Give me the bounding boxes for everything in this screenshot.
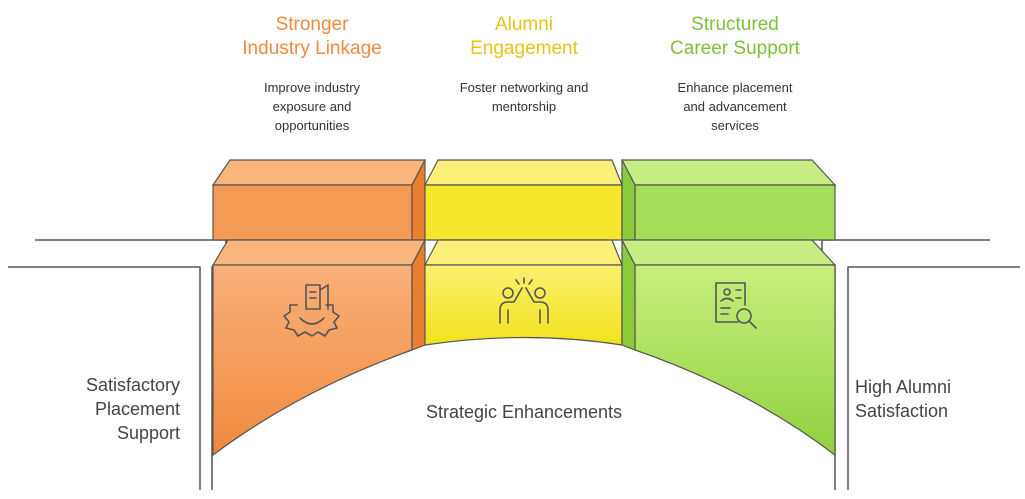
left-label: Satisfactory Placement Support — [40, 373, 180, 445]
center-label: Strategic Enhancements — [425, 402, 623, 422]
right-label-line: Satisfaction — [855, 401, 949, 421]
pillar-desc-line: opportunities — [274, 118, 350, 133]
pillar-desc-line: Enhance placement — [677, 80, 793, 95]
right-bank — [821, 239, 1020, 490]
high-five-icon — [499, 277, 549, 324]
pillar-title-line: Structured — [691, 14, 779, 35]
pillar-desc-line: mentorship — [491, 99, 557, 114]
pillar-title-line: Career Support — [670, 38, 800, 59]
pillar-title-line: Stronger — [275, 14, 349, 35]
left-bank — [8, 239, 227, 490]
pillar-desc-line: exposure and — [272, 99, 352, 114]
pillar-title-line: Industry Linkage — [242, 38, 382, 59]
arch-block-orange — [211, 239, 426, 457]
pillar-title-line: Engagement — [470, 38, 578, 59]
left-label-line: Placement — [94, 399, 180, 419]
pillar-desc-industry-linkage: Improve industry exposure and opportunit… — [222, 78, 402, 135]
arch-block-green — [621, 239, 837, 457]
pillar-desc-line: Improve industry — [263, 80, 361, 95]
upper-block-orange — [211, 159, 426, 241]
resume-search-icon — [715, 282, 757, 329]
industry-gear-icon — [283, 284, 340, 337]
right-label-line: High Alumni — [855, 377, 952, 397]
pillar-title-line: Alumni — [494, 14, 554, 35]
pillar-desc-career-support: Enhance placement and advancement servic… — [640, 78, 830, 135]
pillar-desc-alumni-engagement: Foster networking and mentorship — [424, 78, 624, 116]
left-label-line: Satisfactory — [85, 375, 180, 395]
arch-block-yellow — [424, 239, 623, 346]
upper-block-green — [621, 159, 837, 241]
right-label: High Alumni Satisfaction — [855, 375, 1015, 423]
pillar-desc-line: Foster networking and — [459, 80, 589, 95]
pillar-desc-line: services — [711, 118, 759, 133]
upper-block-yellow — [424, 159, 623, 241]
pillar-title-alumni-engagement: Alumni Engagement — [424, 13, 624, 61]
pillar-title-industry-linkage: Stronger Industry Linkage — [212, 13, 412, 61]
left-label-line: Support — [116, 423, 180, 443]
pillar-title-career-support: Structured Career Support — [635, 13, 835, 61]
pillar-desc-line: and advancement — [683, 99, 787, 114]
